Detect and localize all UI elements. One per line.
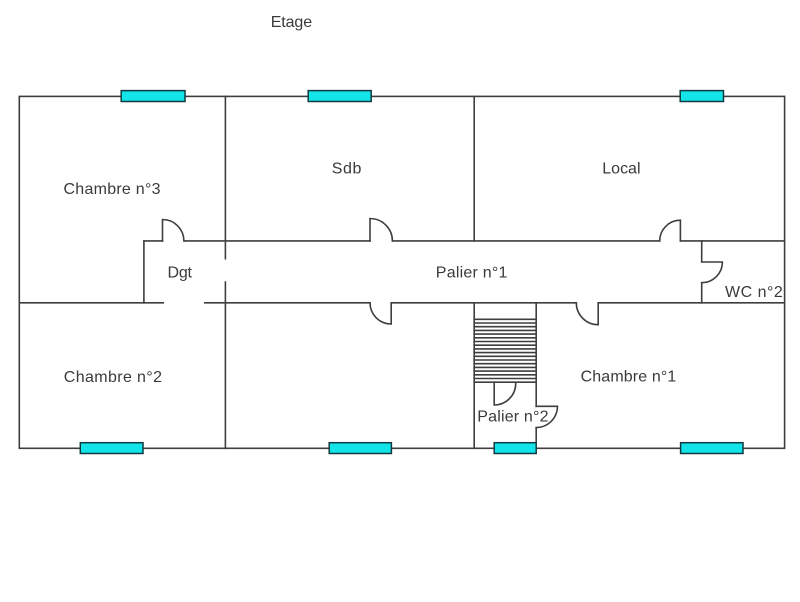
svg-text:Sdb: Sdb: [332, 161, 362, 178]
svg-text:Palier n°1: Palier n°1: [436, 264, 508, 281]
svg-text:Chambre n°1: Chambre n°1: [581, 368, 677, 385]
svg-text:Etage: Etage: [271, 14, 312, 31]
svg-text:Dgt: Dgt: [168, 264, 193, 281]
svg-text:Local: Local: [602, 161, 640, 178]
svg-text:Chambre n°2: Chambre n°2: [64, 369, 162, 386]
svg-text:Chambre n°3: Chambre n°3: [64, 181, 161, 198]
svg-text:Palier n°2: Palier n°2: [477, 409, 548, 426]
svg-text:WC n°2: WC n°2: [725, 284, 783, 301]
